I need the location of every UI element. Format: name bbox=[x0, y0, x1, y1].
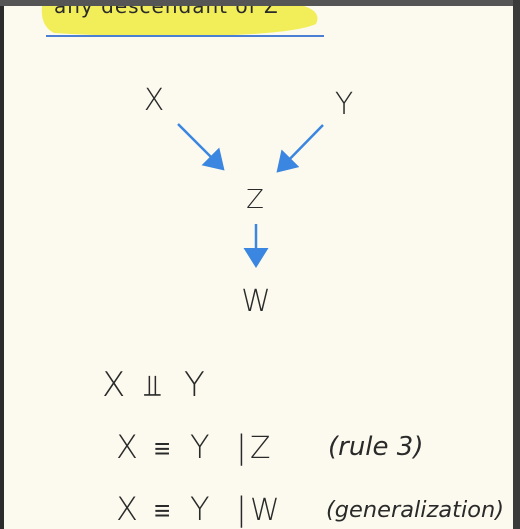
notes-page: any descendant of Z X Y Z W X ⫫ Y X ≡ Y … bbox=[4, 6, 513, 529]
stmt2-cond: Z bbox=[250, 431, 271, 466]
stmt1-lhs: X bbox=[102, 365, 125, 405]
stmt2-rhs: Y bbox=[190, 428, 210, 466]
stmt3-rhs: Y bbox=[190, 490, 210, 528]
stmt2-lhs: X bbox=[116, 428, 138, 466]
stmt1-relation: ⫫ bbox=[143, 369, 161, 404]
stmt3-cond: W bbox=[250, 493, 280, 528]
stmt2-note: (rule 3) bbox=[328, 432, 423, 462]
statement-independence: X ⫫ Y bbox=[102, 365, 205, 405]
edge-y-to-z bbox=[276, 124, 324, 173]
stmt3-bar: | bbox=[236, 490, 247, 528]
top-border bbox=[0, 0, 520, 6]
node-y: Y bbox=[335, 87, 353, 122]
header-fragment-text: any descendant of Z bbox=[54, 6, 279, 18]
header-highlight bbox=[41, 6, 318, 37]
right-border bbox=[513, 0, 520, 529]
node-z: Z bbox=[246, 185, 264, 215]
statement-rule-3: X ≡ Y | Z (rule 3) bbox=[116, 428, 423, 466]
edge-x-to-z bbox=[177, 123, 225, 171]
node-x: X bbox=[144, 83, 165, 118]
stmt3-note: (generalization) bbox=[326, 498, 504, 523]
stmt2-bar: | bbox=[236, 428, 247, 466]
stmt3-relation: ≡ bbox=[154, 494, 170, 527]
stmt1-rhs: Y bbox=[184, 365, 205, 405]
stmt3-lhs: X bbox=[116, 490, 138, 528]
stmt2-relation: ≡ bbox=[154, 432, 170, 465]
statement-generalization: X ≡ Y | W (generalization) bbox=[116, 490, 504, 528]
node-w: W bbox=[241, 284, 271, 319]
notes-canvas: any descendant of Z X Y Z W X ⫫ Y X ≡ Y … bbox=[41, 6, 504, 528]
